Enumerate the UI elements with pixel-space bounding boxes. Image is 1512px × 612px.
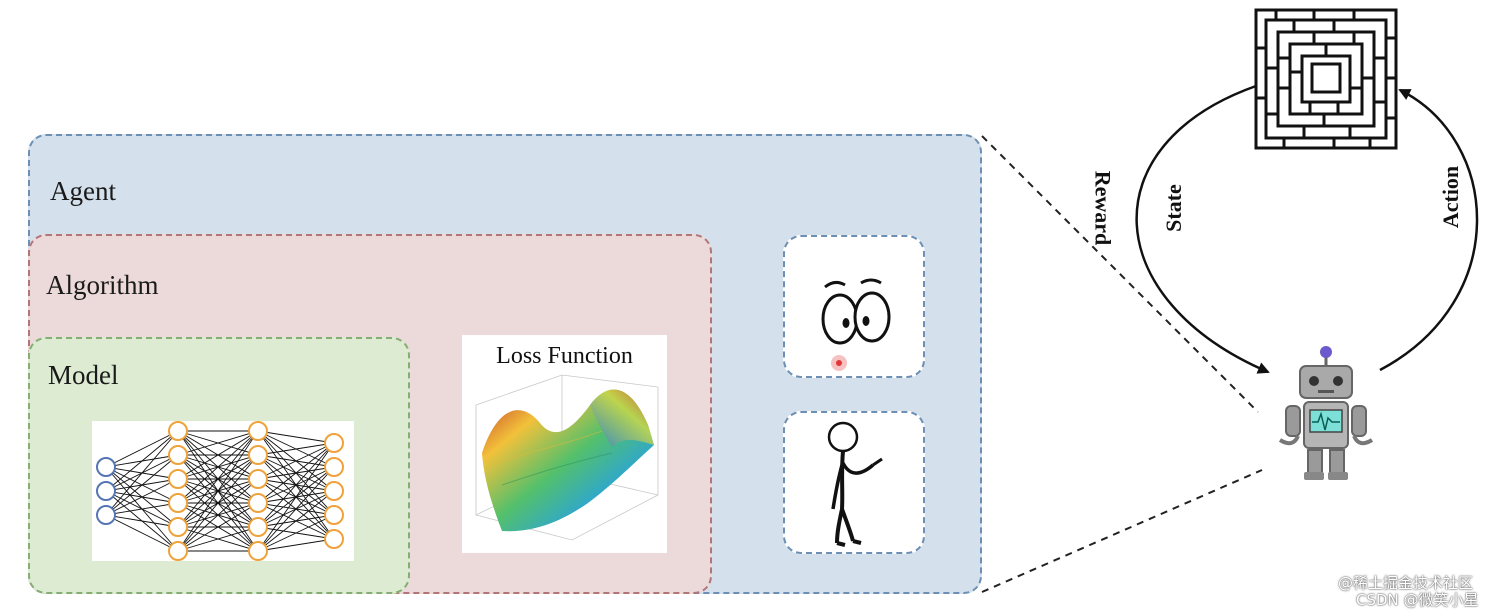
nn-edge (257, 442, 335, 528)
nn-edge (177, 430, 259, 528)
nn-input-node (96, 505, 116, 525)
nn-input-node (96, 481, 116, 501)
loss-surface-icon (475, 374, 659, 541)
nn-hidden-node (324, 529, 344, 549)
model-label: Model (48, 360, 119, 390)
nn-edge (257, 442, 335, 456)
nn-edge (105, 514, 179, 528)
nn-edge (177, 526, 259, 552)
nn-hidden-node (324, 505, 344, 525)
person-icon (827, 421, 883, 547)
nn-edge (177, 430, 259, 480)
nn-edge (105, 430, 179, 468)
watermark-juejin: @稀土掘金技术社区 (1338, 574, 1474, 592)
nn-edge (105, 514, 179, 552)
nn-hidden-node (168, 541, 188, 561)
nn-edge (257, 466, 335, 552)
perception-box (783, 235, 925, 378)
nn-hidden-node (168, 445, 188, 465)
nn-hidden-node (248, 445, 268, 465)
eyes-icon (821, 278, 891, 371)
loss-function-label: Loss Function (496, 343, 633, 369)
action-box (783, 411, 925, 554)
nn-hidden-node (248, 517, 268, 537)
reward-label: Reward (1090, 170, 1116, 246)
nn-hidden-node (248, 421, 268, 441)
nn-edge (177, 430, 259, 456)
agent-label: Agent (50, 176, 116, 206)
nn-edge (257, 430, 335, 444)
nn-edge (177, 454, 259, 552)
nn-edge (105, 430, 179, 516)
nn-hidden-node (324, 433, 344, 453)
loss-function-panel: Loss Function (462, 335, 667, 553)
nn-hidden-node (168, 469, 188, 489)
nn-edge (105, 478, 179, 516)
zoom-line-top (981, 135, 1259, 413)
state-label: State (1160, 184, 1186, 232)
action-arrow (1379, 88, 1479, 372)
nn-edge (177, 502, 259, 552)
nn-edge (257, 490, 335, 552)
nn-hidden-node (248, 493, 268, 513)
nn-edge (257, 442, 335, 552)
nn-hidden-node (168, 493, 188, 513)
nn-edge (105, 430, 179, 492)
nn-edge (257, 538, 335, 552)
nn-edge (177, 478, 259, 552)
maze-icon (1254, 8, 1398, 150)
nn-hidden-node (248, 541, 268, 561)
watermark-csdn: CSDN @微笑小星 (1356, 591, 1479, 609)
nn-edge (257, 514, 335, 552)
nn-edge (105, 454, 179, 516)
nn-edge (257, 442, 335, 480)
nn-edge (105, 502, 179, 516)
action-label: Action (1438, 165, 1464, 229)
state-reward-arrow (1135, 84, 1270, 374)
nn-hidden-node (324, 457, 344, 477)
nn-hidden-node (168, 517, 188, 537)
algorithm-label: Algorithm (46, 270, 159, 300)
nn-edge (177, 430, 259, 504)
nn-hidden-node (324, 481, 344, 501)
nn-hidden-node (248, 469, 268, 489)
robot-icon (1278, 346, 1374, 480)
zoom-line-bottom (981, 469, 1263, 593)
nn-edge (177, 430, 259, 552)
nn-edge (257, 442, 335, 504)
nn-input-node (96, 457, 116, 477)
neural-network-icon (96, 421, 344, 561)
neural-network-panel (92, 421, 354, 561)
nn-hidden-node (168, 421, 188, 441)
